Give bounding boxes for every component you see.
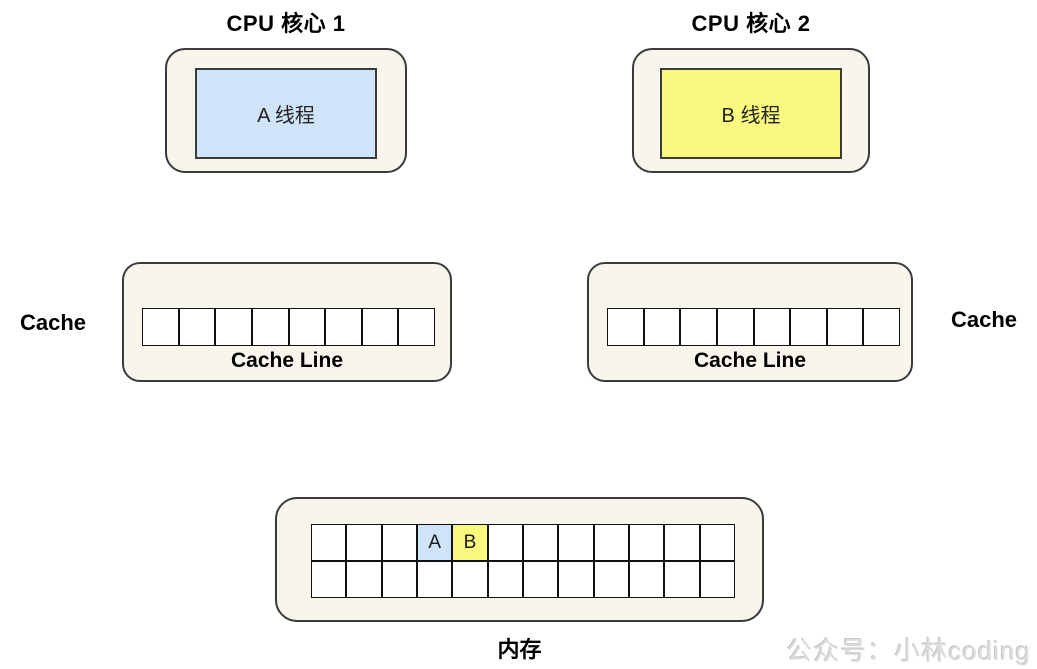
memory-cell <box>593 524 629 561</box>
cache-line-cell <box>398 308 435 346</box>
memory-cell <box>346 561 382 598</box>
cpu-core-2-box: B 线程 <box>632 48 870 173</box>
cache-line-cell <box>863 308 900 346</box>
cache-left-line-label: Cache Line <box>230 349 344 372</box>
memory-cell <box>699 524 735 561</box>
memory-cell <box>522 524 559 561</box>
cpu-core-1-title: CPU 核心 1 <box>226 11 346 36</box>
cache-line-cell <box>607 308 644 346</box>
cache-left-box: Cache Line <box>122 262 452 382</box>
cache-left-label: Cache <box>19 310 87 335</box>
memory-cell <box>628 561 665 598</box>
memory-cell <box>346 524 382 561</box>
memory-label: 内存 <box>497 637 542 662</box>
memory-cell <box>664 561 700 598</box>
cache-line-cell <box>680 308 717 346</box>
cache-right-box: Cache Line <box>587 262 913 382</box>
cache-right-label: Cache <box>950 307 1018 332</box>
memory-cell <box>558 561 594 598</box>
watermark-text: 公众号：小林coding <box>786 636 1031 666</box>
memory-cell-b: B <box>452 524 488 561</box>
cache-line-cell <box>643 308 681 346</box>
cache-line-cell <box>178 308 216 346</box>
memory-cell <box>593 561 629 598</box>
cache-line-cell <box>716 308 754 346</box>
cache-left-cells <box>142 308 435 346</box>
memory-cell <box>452 561 488 598</box>
cache-right-cells <box>607 308 900 346</box>
cache-line-cell <box>361 308 399 346</box>
memory-cell-a: A <box>416 524 453 561</box>
cache-right-line-label: Cache Line <box>693 349 807 372</box>
cpu-core-1-box: A 线程 <box>165 48 407 173</box>
memory-cell <box>628 524 665 561</box>
cache-line-cell <box>251 308 289 346</box>
cache-line-cell <box>288 308 326 346</box>
cache-line-cell <box>215 308 252 346</box>
memory-cell <box>664 524 700 561</box>
memory-cell <box>699 561 735 598</box>
cache-line-cell <box>826 308 864 346</box>
memory-cell <box>381 524 417 561</box>
cache-line-cell <box>142 308 179 346</box>
memory-cell <box>487 524 523 561</box>
memory-cell <box>311 524 347 561</box>
memory-cell <box>311 561 347 598</box>
cpu-core-2-title: CPU 核心 2 <box>691 11 811 36</box>
memory-cell <box>381 561 417 598</box>
memory-cell <box>558 524 594 561</box>
memory-cell <box>487 561 523 598</box>
memory-cell <box>416 561 453 598</box>
memory-cell <box>522 561 559 598</box>
thread-a-box: A 线程 <box>195 68 377 159</box>
thread-b-box: B 线程 <box>660 68 842 159</box>
cache-line-cell <box>790 308 827 346</box>
cache-line-cell <box>325 308 362 346</box>
cache-line-cell <box>753 308 791 346</box>
